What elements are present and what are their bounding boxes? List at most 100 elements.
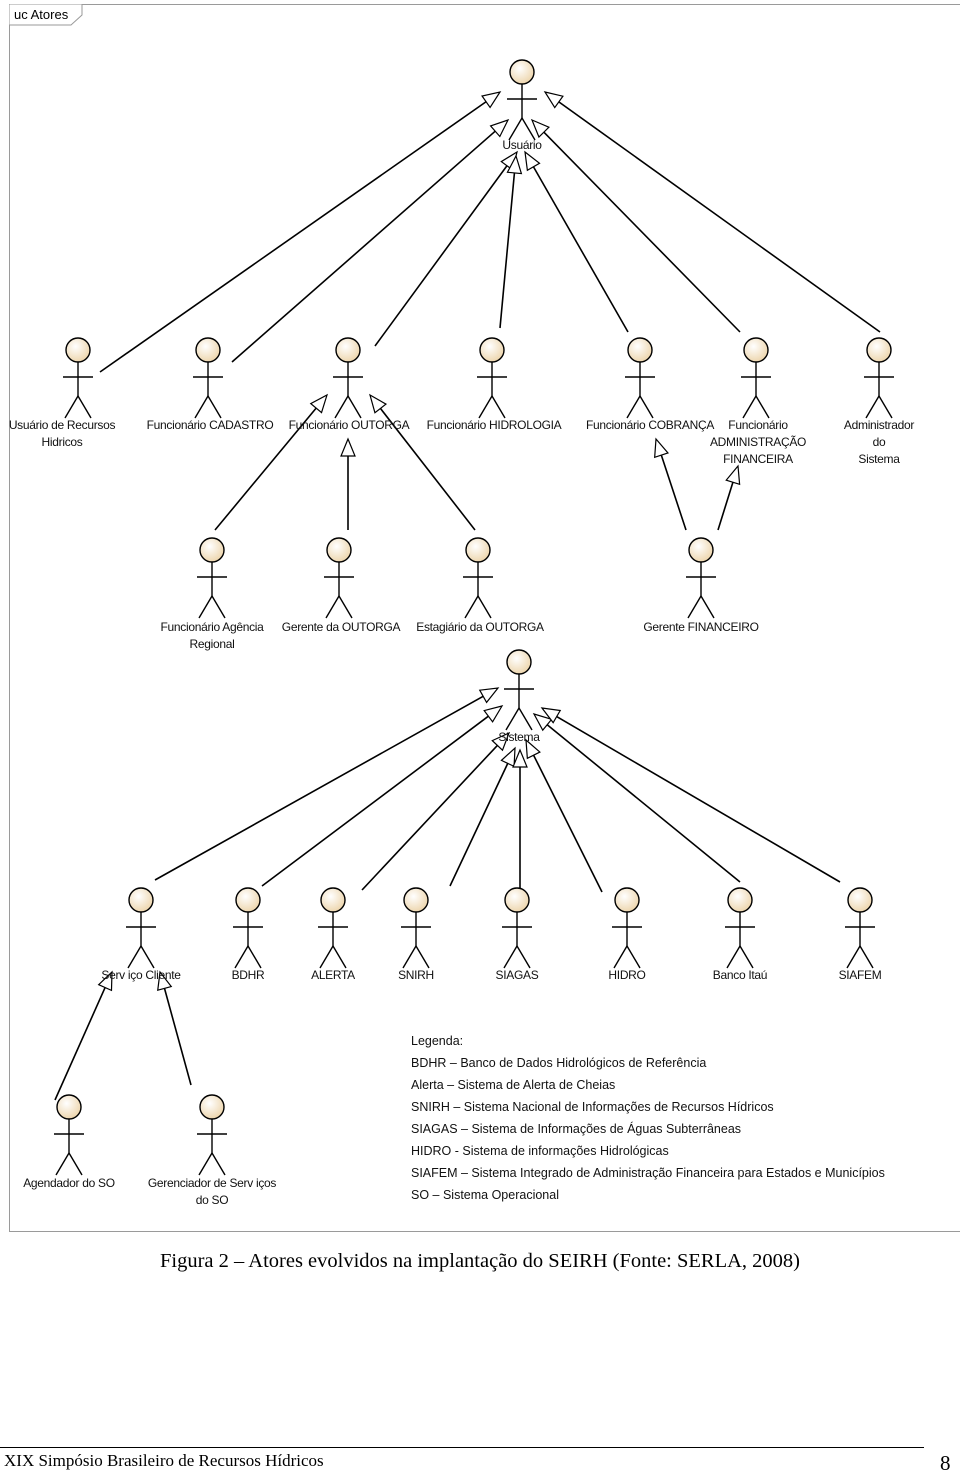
- actor-stroke: [194, 395, 209, 419]
- actor-figure-funcionario-hidrologia[interactable]: [477, 337, 507, 419]
- actor-stroke: [505, 707, 520, 731]
- generalization-line: [361, 744, 498, 891]
- actor-figure-funcionario-cobranca[interactable]: [625, 337, 655, 419]
- actor-head: [128, 887, 154, 913]
- actor-label-usuario: Usuário: [502, 138, 542, 152]
- generalization-arrowhead: [530, 118, 550, 139]
- footer-conference-name: XIX Simpósio Brasileiro de Recursos Hídr…: [4, 1451, 324, 1470]
- actor-figure-snirh[interactable]: [401, 887, 431, 969]
- generalization-line: [449, 763, 509, 887]
- actor-stroke: [198, 1152, 213, 1176]
- actor-figure-funcionario-outorga[interactable]: [333, 337, 363, 419]
- actor-head: [403, 887, 429, 913]
- diagram-tab: [9, 4, 83, 26]
- actor-figure-administrador-sistema[interactable]: [864, 337, 894, 419]
- actor-stroke: [77, 395, 92, 419]
- generalization-arrowhead: [478, 687, 500, 704]
- generalization-arrowhead: [481, 91, 502, 109]
- generalization-line: [214, 407, 317, 531]
- actor-stroke: [508, 117, 523, 141]
- actor-figure-hidro[interactable]: [612, 887, 642, 969]
- actor-figure-sistema[interactable]: [504, 649, 534, 731]
- actor-head: [235, 887, 261, 913]
- actor-stroke: [207, 395, 222, 419]
- actor-figure-usuario[interactable]: [507, 59, 537, 141]
- actor-figure-alerta[interactable]: [318, 887, 348, 969]
- actor-stroke: [234, 945, 249, 969]
- actor-label-siafem: SIAFEM: [838, 968, 882, 982]
- diagram-tab-label: uc Atores: [14, 7, 69, 22]
- actor-figure-agendador-so[interactable]: [54, 1094, 84, 1176]
- actor-stroke: [338, 595, 353, 619]
- actor-stroke: [198, 595, 213, 619]
- actor-head: [56, 1094, 82, 1120]
- actor-figure-estagiario-outorga[interactable]: [463, 537, 493, 619]
- legend-item-siafem: SIAFEM – Sistema Integrado de Administra…: [411, 1166, 885, 1180]
- legend-item-hidro: HIDRO - Sistema de informações Hidrológi…: [411, 1144, 669, 1158]
- actor-figure-siafem[interactable]: [845, 887, 875, 969]
- actor-head: [199, 1094, 225, 1120]
- actor-stroke: [64, 395, 79, 419]
- actor-figure-gerente-outorga[interactable]: [324, 537, 354, 619]
- actor-head: [743, 337, 769, 363]
- actor-figure-usuario-recursos-hidricos[interactable]: [63, 337, 93, 419]
- actor-head: [326, 537, 352, 563]
- actor-figure-funcionario-adm-financeira[interactable]: [741, 337, 771, 419]
- actor-stroke: [68, 1152, 83, 1176]
- actor-head: [614, 887, 640, 913]
- footer-rule: [0, 1447, 924, 1448]
- actor-stroke: [878, 395, 893, 419]
- actor-stroke: [332, 945, 347, 969]
- actor-stroke: [211, 595, 226, 619]
- actor-figure-siagas[interactable]: [502, 887, 532, 969]
- actor-stroke: [739, 945, 754, 969]
- actor-stroke: [491, 395, 506, 419]
- actor-head: [509, 59, 535, 85]
- actor-stroke: [211, 1152, 226, 1176]
- actor-stroke: [464, 595, 479, 619]
- actor-stroke: [755, 395, 770, 419]
- actor-label-snirh: SNIRH: [398, 968, 434, 982]
- actor-label-administrador-sistema: Administrador do Sistema: [843, 418, 915, 466]
- generalization-line: [660, 454, 687, 531]
- generalization-line: [556, 715, 841, 883]
- actor-stroke: [127, 945, 142, 969]
- actor-label-funcionario-adm-financeira: Funcionário ADMINISTRAÇÃO FINANCEIRA: [709, 418, 807, 466]
- actor-stroke: [516, 945, 531, 969]
- actor-label-banco-itau: Banco Itaú: [712, 968, 768, 982]
- actor-label-funcionario-cadastro: Funcionário CADASTRO: [146, 418, 274, 432]
- legend-item-siagas: SIAGAS – Sistema de Informações de Águas…: [411, 1122, 742, 1136]
- actor-stroke: [626, 395, 641, 419]
- generalization-line: [154, 695, 484, 881]
- generalization-arrowhead: [309, 393, 329, 414]
- generalization-arrowhead: [500, 746, 516, 768]
- actor-stroke: [742, 395, 757, 419]
- actor-figure-servico-cliente[interactable]: [126, 887, 156, 969]
- actor-figure-gerente-financeiro[interactable]: [686, 537, 716, 619]
- actor-label-estagiario-outorga: Estagiário da OUTORGA: [416, 620, 544, 634]
- actor-figure-bdhr[interactable]: [233, 887, 263, 969]
- actor-stroke: [415, 945, 430, 969]
- actor-stroke: [247, 945, 262, 969]
- actor-label-siagas: SIAGAS: [495, 968, 539, 982]
- generalization-line: [261, 715, 489, 887]
- actor-stroke: [521, 117, 536, 141]
- actor-stroke: [477, 595, 492, 619]
- generalization-arrowhead: [543, 91, 564, 109]
- actor-head: [195, 337, 221, 363]
- actor-label-bdhr: BDHR: [231, 968, 265, 982]
- actor-figure-banco-itau[interactable]: [725, 887, 755, 969]
- actor-stroke: [859, 945, 874, 969]
- actor-label-alerta: ALERTA: [311, 968, 355, 982]
- actor-figure-funcionario-agencia-regional[interactable]: [197, 537, 227, 619]
- actor-figure-gerenciador-servicos-so[interactable]: [197, 1094, 227, 1176]
- generalization-arrowhead: [524, 150, 541, 172]
- actor-stroke: [478, 395, 493, 419]
- generalization-arrowhead: [340, 437, 356, 457]
- actor-stroke: [325, 595, 340, 619]
- generalization-line: [374, 165, 508, 347]
- actor-stroke: [503, 945, 518, 969]
- actor-stroke: [55, 1152, 70, 1176]
- actor-figure-funcionario-cadastro[interactable]: [193, 337, 223, 419]
- generalization-line: [99, 101, 487, 373]
